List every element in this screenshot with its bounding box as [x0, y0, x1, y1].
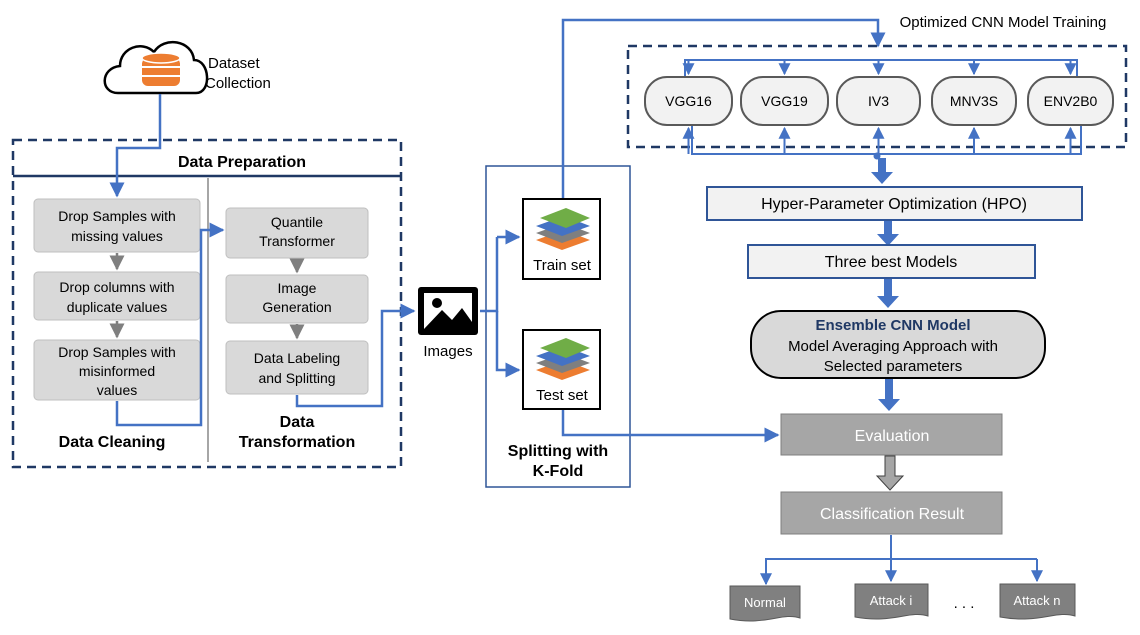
- model-pill: [740, 76, 829, 126]
- output-bus: [890, 535, 1037, 560]
- dataset-label-line2: Collection: [205, 75, 271, 92]
- model-vgg19: VGG19: [740, 60, 829, 154]
- model-env2b0: ENV2B0: [1027, 60, 1114, 154]
- model-row: VGG16 VGG19 IV3 MNV3S ENV2B0: [644, 60, 1114, 154]
- splitting-box: [485, 165, 631, 488]
- data-transformation-title-line2: Transformation: [239, 434, 355, 451]
- transform-step-labeling: Data Labeling and Splitting: [225, 340, 369, 395]
- svg-text:Attack i: Attack i: [870, 593, 913, 608]
- training-bottom-bus: [691, 126, 1082, 155]
- svg-text:Three best Models: Three best Models: [825, 254, 958, 271]
- database-icon: [141, 52, 181, 86]
- model-mnv3s: MNV3S: [931, 60, 1017, 154]
- connector-train-to-training: [561, 18, 886, 198]
- svg-text:values: values: [97, 382, 137, 398]
- model-pill: [644, 76, 733, 126]
- cleaning-step-missing-values: Drop Samples with missing values: [33, 198, 201, 253]
- connector-images-split: [480, 237, 499, 313]
- svg-text:and Splitting: and Splitting: [258, 370, 335, 386]
- model-label: VGG16: [665, 93, 712, 109]
- model-pill: [931, 76, 1017, 126]
- test-set-label: Test set: [536, 387, 589, 404]
- connector-transform-to-images: [295, 303, 416, 408]
- model-label: MNV3S: [950, 93, 998, 109]
- best-models-box: Three best Models: [747, 244, 1036, 279]
- svg-text:Image: Image: [278, 280, 317, 296]
- svg-text:Drop Samples with: Drop Samples with: [58, 344, 176, 360]
- transform-step-image-generation: Image Generation: [225, 274, 369, 324]
- svg-text:Drop Samples with: Drop Samples with: [58, 208, 176, 224]
- arrow-evaluation-to-result: [875, 455, 905, 491]
- training-title: Optimized CNN Model Training: [900, 14, 1107, 31]
- train-set-box: Train set: [522, 198, 601, 280]
- output-attack-n: Attack n: [999, 583, 1076, 620]
- ensemble-line2: Selected parameters: [824, 358, 962, 375]
- data-transformation-title-line1: Data: [280, 414, 315, 431]
- ensemble-line1: Model Averaging Approach with: [788, 338, 998, 355]
- train-set-label: Train set: [533, 257, 592, 274]
- model-pill: [836, 76, 921, 126]
- ensemble-title: Ensemble CNN Model: [815, 317, 970, 334]
- model-pill: [1027, 76, 1114, 126]
- images-icon: [418, 287, 478, 335]
- svg-text:Normal: Normal: [744, 595, 786, 610]
- layers-icon: [536, 208, 590, 250]
- images-label: Images: [423, 343, 472, 360]
- connector-to-normal: [760, 558, 891, 586]
- output-normal: Normal: [729, 585, 801, 622]
- connector-cleaning-to-transform: [115, 222, 225, 427]
- training-box: [626, 44, 1128, 149]
- dataset-collection: Dataset Collection: [103, 40, 271, 95]
- svg-text:misinformed: misinformed: [79, 363, 155, 379]
- data-preparation-box: [11, 138, 403, 469]
- ensemble-box: Ensemble CNN Model Model Averaging Appro…: [750, 310, 1046, 379]
- svg-text:Evaluation: Evaluation: [855, 428, 930, 445]
- svg-text:Transformer: Transformer: [259, 233, 335, 249]
- arrow-hpo-to-best: [877, 221, 899, 246]
- connector-test-to-evaluation: [561, 410, 780, 443]
- svg-text:Classification Result: Classification Result: [820, 506, 965, 523]
- data-cleaning-title: Data Cleaning: [59, 434, 166, 451]
- arrow-training-to-hpo: [871, 158, 893, 184]
- data-preparation-title: Data Preparation: [178, 154, 306, 171]
- bus-junction-dot: [873, 152, 881, 160]
- arrow-best-to-ensemble: [877, 279, 899, 308]
- training-top-bus: [684, 59, 1078, 76]
- dataset-label-line1: Dataset: [208, 55, 261, 72]
- svg-text:Attack n: Attack n: [1014, 593, 1061, 608]
- svg-text:Quantile: Quantile: [271, 214, 323, 230]
- connector-dataset-to-cleaning: [109, 94, 162, 198]
- arrow-ensemble-to-evaluation: [878, 379, 900, 411]
- splitting-title-line2: K-Fold: [533, 463, 584, 480]
- model-iv3: IV3: [836, 60, 921, 154]
- model-label: IV3: [868, 93, 889, 109]
- connector-to-test: [495, 311, 521, 378]
- output-attack-i: Attack i: [854, 583, 929, 620]
- svg-text:missing values: missing values: [71, 228, 163, 244]
- svg-text:Drop columns with: Drop columns with: [59, 279, 174, 295]
- svg-text:Generation: Generation: [262, 299, 331, 315]
- splitting-title-line1: Splitting with: [508, 443, 608, 460]
- test-set-box: Test set: [522, 329, 601, 410]
- evaluation-box: Evaluation: [780, 413, 1003, 456]
- transform-step-quantile: Quantile Transformer: [225, 207, 369, 259]
- cleaning-step-misinformed-values: Drop Samples with misinformed values: [33, 339, 201, 401]
- hpo-box: Hyper-Parameter Optimization (HPO): [706, 186, 1083, 221]
- output-ellipsis: . . .: [954, 595, 975, 612]
- model-label: VGG19: [761, 93, 808, 109]
- svg-text:Hyper-Parameter Optimization (: Hyper-Parameter Optimization (HPO): [761, 196, 1027, 213]
- svg-text:Data Labeling: Data Labeling: [254, 350, 340, 366]
- layers-icon: [536, 338, 590, 380]
- cleaning-step-duplicate-columns: Drop columns with duplicate values: [33, 271, 201, 321]
- model-vgg16: VGG16: [644, 60, 733, 154]
- svg-text:duplicate values: duplicate values: [67, 299, 167, 315]
- classification-result-box: Classification Result: [780, 491, 1003, 535]
- model-label: ENV2B0: [1044, 93, 1098, 109]
